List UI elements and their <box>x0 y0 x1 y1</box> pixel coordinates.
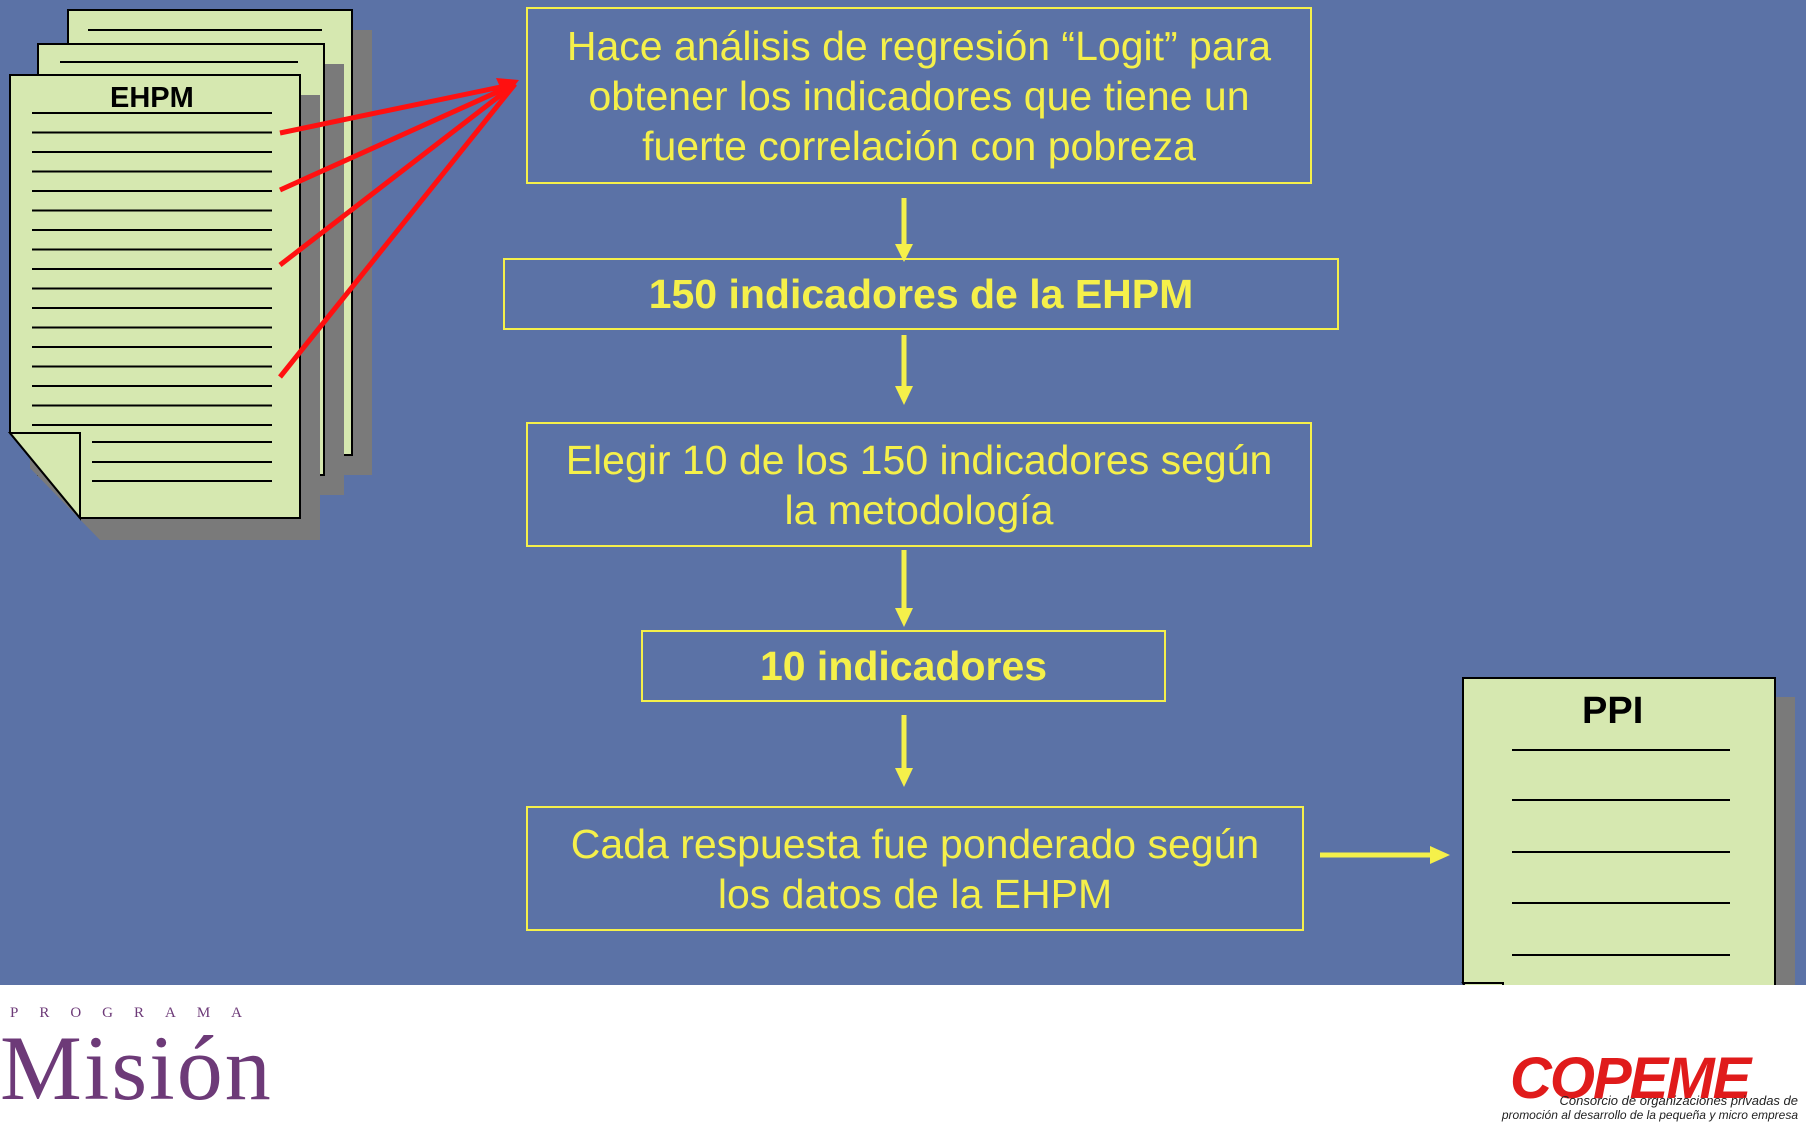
copeme-logo: COPEME <box>1510 1046 1751 1111</box>
ppi-title: PPI <box>1582 690 1644 732</box>
ehpm-page-fold <box>7 432 81 521</box>
ppi-page-fold <box>1461 982 1504 985</box>
arrow-3-head <box>895 608 913 627</box>
red-connector-2 <box>278 81 517 193</box>
ehpm-page-front <box>9 74 301 519</box>
step-logit-analysis: Hace análisis de regresión “Logit” para … <box>526 7 1312 184</box>
mision-logo: Misión <box>0 1017 273 1119</box>
step-weighted-responses: Cada respuesta fue ponderado según los d… <box>526 806 1304 931</box>
arrow-4-head <box>895 768 913 787</box>
red-connector-1 <box>279 81 516 136</box>
arrow-1-head <box>895 244 913 262</box>
copeme-tagline-line2: promoción al desarrollo de la pequeña y … <box>1501 1108 1798 1122</box>
arrow-2-head <box>895 386 913 405</box>
ppi-text-lines <box>1512 749 1730 956</box>
yellow-arrows <box>901 198 1432 858</box>
programa-label: PROGRAMA <box>10 1005 264 1021</box>
step-150-indicators: 150 indicadores de la EHPM <box>503 258 1339 330</box>
ehpm-title: EHPM <box>110 82 194 114</box>
diagram-graphics <box>7 9 1795 985</box>
step-choose-10: Elegir 10 de los 150 indicadores según l… <box>526 422 1312 547</box>
ehpm-document-stack <box>7 9 372 540</box>
step-10-indicators: 10 indicadores <box>641 630 1166 702</box>
arrow-5-head <box>1430 846 1450 864</box>
ppi-page <box>1462 677 1776 985</box>
red-connectors <box>278 81 517 379</box>
red-arrowhead <box>496 78 519 98</box>
red-connector-3 <box>278 82 517 267</box>
copeme-tagline-line1: Consorcio de organizaciones privadas de <box>1559 1093 1798 1108</box>
ppi-document <box>1461 677 1795 985</box>
red-connector-4 <box>278 82 517 379</box>
ehpm-text-lines <box>32 112 272 482</box>
